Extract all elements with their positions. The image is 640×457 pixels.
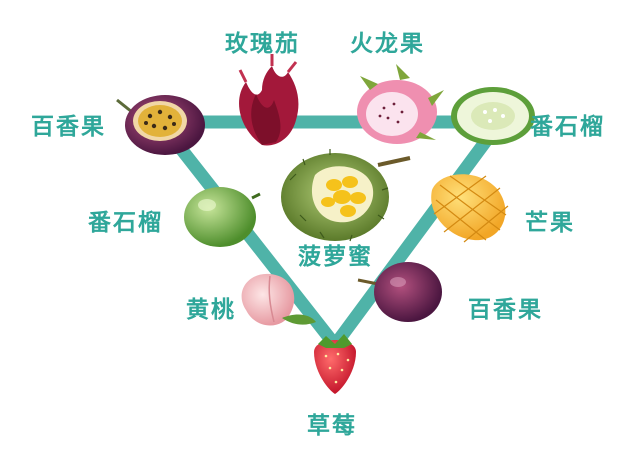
roselle-image (238, 54, 299, 146)
label-passion-fruit-top: 百香果 (31, 114, 106, 140)
mango-image (431, 174, 509, 243)
guava-slice-image (451, 87, 535, 145)
label-guava-left: 番石榴 (88, 210, 163, 236)
label-roselle: 玫瑰茄 (225, 31, 300, 57)
jackfruit-image (281, 149, 411, 242)
label-dragon-fruit: 火龙果 (350, 31, 425, 57)
dragon-fruit-image (357, 64, 444, 144)
label-mango: 芒果 (525, 210, 575, 236)
label-peach: 黄桃 (186, 297, 236, 323)
label-strawberry: 草莓 (307, 413, 357, 439)
label-jackfruit: 菠萝蜜 (298, 244, 373, 270)
label-passion-fruit-right: 百香果 (468, 297, 543, 323)
passion-fruit-cut-image (116, 95, 205, 155)
label-guava-top: 番石榴 (530, 114, 605, 140)
peach-image (241, 273, 316, 326)
passion-fruit-whole-image (357, 262, 442, 322)
guava-whole-image (184, 187, 261, 247)
strawberry-image (314, 334, 356, 394)
